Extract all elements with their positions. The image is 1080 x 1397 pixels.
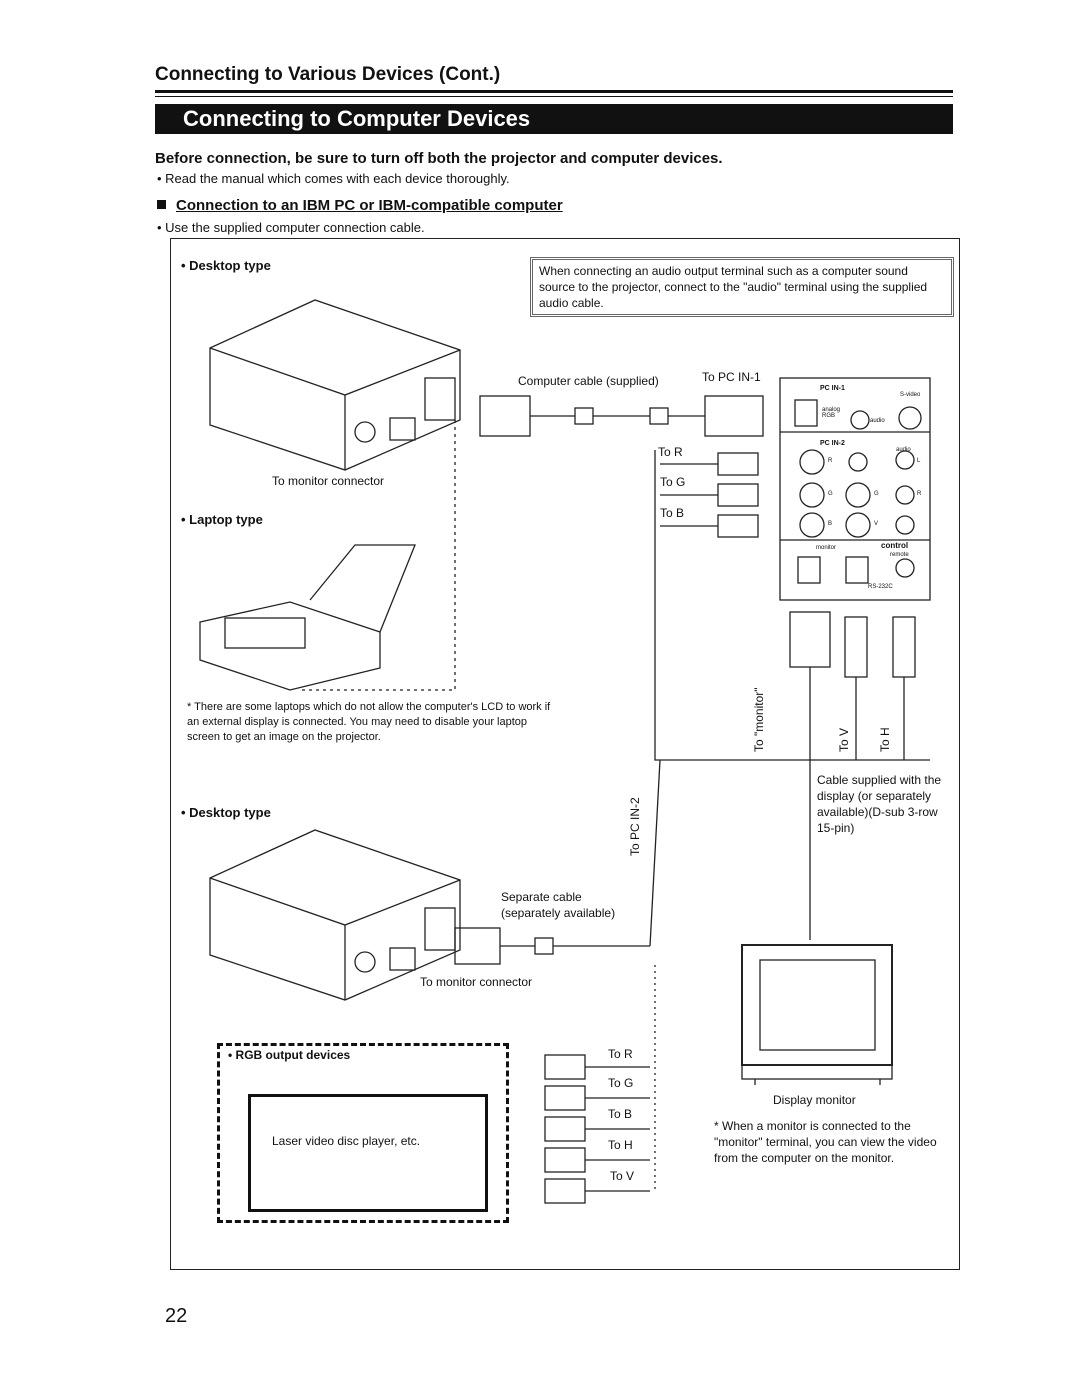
panel-v-label: V [874, 521, 879, 527]
monitor-cable-plugs [789, 611, 916, 940]
page-number: 22 [165, 1305, 188, 1327]
laptop-note: * There are some laptops which do not al… [187, 701, 551, 743]
to-h-vertical-label: To H [878, 727, 892, 752]
rgb-to-r-label: To R [608, 1047, 633, 1061]
banner-title: Connecting to Computer Devices [183, 106, 531, 131]
to-monitor-connector-1-label: To monitor connector [272, 474, 385, 488]
rgb-output-devices-box [217, 1043, 509, 1223]
banner: Connecting to Computer Devices [155, 104, 953, 134]
computer-cable-1 [479, 395, 764, 437]
header-rule [155, 90, 953, 93]
subsection-title: Connection to an IBM PC or IBM-compatibl… [157, 197, 563, 214]
diagram-frame [170, 238, 960, 1270]
cable-supplied-note: Cable supplied with the display (or sepa… [817, 773, 942, 835]
panel-svideo-label: S-video [900, 392, 921, 398]
desktop-type-2-label: • Desktop type [181, 805, 271, 820]
panel-r-label: R [828, 458, 833, 464]
panel-g-label: G [828, 491, 833, 497]
panel-remote-label: remote [890, 552, 909, 558]
to-b-label: To B [660, 506, 685, 520]
panel-l-label: L [917, 458, 921, 464]
display-monitor-label: Display monitor [773, 1093, 856, 1107]
to-pc-in1-label: To PC IN-1 [702, 370, 761, 384]
display-monitor-icon [741, 944, 893, 1085]
desktop-computer-1-icon [209, 299, 461, 471]
separate-cable [454, 759, 661, 965]
to-monitor-vertical-label: To "monitor" [752, 687, 766, 752]
to-g-label: To G [660, 475, 686, 489]
panel-audio-2-label: audio [896, 447, 911, 453]
computer-cable-label: Computer cable (supplied) [518, 374, 659, 388]
to-pc-in2-label: To PC IN-2 [628, 797, 642, 856]
rgb-output-devices-label: • RGB output devices [228, 1048, 351, 1062]
intro-note: • Read the manual which comes with each … [157, 171, 510, 186]
subsection-note: • Use the supplied computer connection c… [157, 220, 425, 235]
rgb-to-h-label: To H [608, 1138, 633, 1152]
desktop-computer-2-icon [209, 829, 461, 1001]
separately-available-label: (separately available) [501, 906, 616, 920]
desktop-type-1-label: • Desktop type [181, 258, 271, 273]
header-rule-thin [155, 96, 953, 97]
warning-text: Before connection, be sure to turn off b… [155, 150, 723, 167]
laser-player-box [248, 1094, 488, 1212]
panel-r2-label: R [917, 491, 922, 497]
panel-b-label: B [828, 521, 833, 527]
monitor-note: * When a monitor is connected to the "mo… [714, 1119, 937, 1165]
rgb-to-v-label: To V [610, 1169, 635, 1183]
rgb-device-cables [544, 965, 656, 1204]
panel-rs232c-label: RS-232C [868, 584, 893, 590]
bullet-square-icon [157, 200, 166, 209]
rgb-to-g-label: To G [608, 1076, 634, 1090]
panel-analog-rgb-label: analog RGB [822, 407, 841, 419]
to-monitor-connector-2-label: To monitor connector [420, 975, 533, 989]
laptop-type-label: • Laptop type [181, 512, 263, 527]
laptop-cable [300, 420, 456, 691]
panel-pc-in2-label: PC IN-2 [820, 440, 845, 447]
laptop-icon [199, 544, 416, 691]
subsection-title-text: Connection to an IBM PC or IBM-compatibl… [176, 197, 563, 214]
rgb-to-b-label: To B [608, 1107, 633, 1121]
panel-audio-label: audio [870, 418, 885, 424]
panel-control-label: control [881, 541, 909, 550]
panel-pc-in1-label: PC IN-1 [820, 385, 845, 392]
panel-g2-label: G [874, 491, 879, 497]
panel-monitor-label: monitor [816, 545, 837, 551]
section-title: Connecting to Various Devices (Cont.) [155, 64, 501, 85]
separate-cable-label: Separate cable [501, 890, 582, 904]
projector-panel-icon [779, 377, 931, 601]
bnc-cables [654, 450, 930, 761]
to-r-label: To R [658, 445, 683, 459]
to-v-vertical-label: To V [837, 727, 851, 752]
laser-player-label: Laser video disc player, etc. [272, 1134, 421, 1148]
audio-callout: When connecting an audio output terminal… [530, 257, 954, 317]
